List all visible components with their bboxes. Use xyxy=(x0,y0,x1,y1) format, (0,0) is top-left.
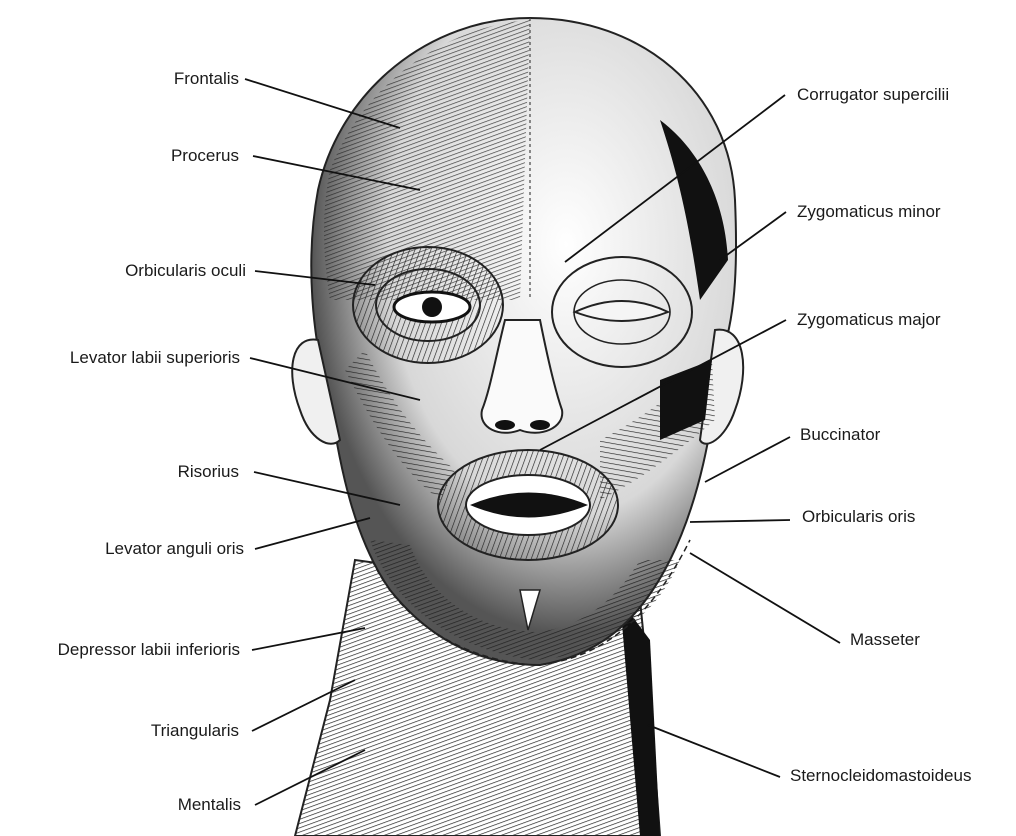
label-frontalis: Frontalis xyxy=(174,69,239,89)
label-levator-anguli-oris: Levator anguli oris xyxy=(105,539,244,559)
label-orbicularis-oculi: Orbicularis oculi xyxy=(125,261,246,281)
label-orbicularis-oris: Orbicularis oris xyxy=(802,507,915,527)
label-buccinator: Buccinator xyxy=(800,425,880,445)
label-procerus: Procerus xyxy=(171,146,239,166)
label-mentalis: Mentalis xyxy=(178,795,241,815)
label-corrugator-supercilii: Corrugator supercilii xyxy=(797,85,949,105)
label-masseter: Masseter xyxy=(850,630,920,650)
label-levator-labii-superioris: Levator labii superioris xyxy=(70,348,240,368)
label-risorius: Risorius xyxy=(178,462,239,482)
label-sternocleidomastoideus: Sternocleidomastoideus xyxy=(790,766,971,786)
label-zygomaticus-minor: Zygomaticus minor xyxy=(797,202,941,222)
label-depressor-labii-inferioris: Depressor labii inferioris xyxy=(58,640,240,660)
label-triangularis: Triangularis xyxy=(151,721,239,741)
label-zygomaticus-major: Zygomaticus major xyxy=(797,310,941,330)
